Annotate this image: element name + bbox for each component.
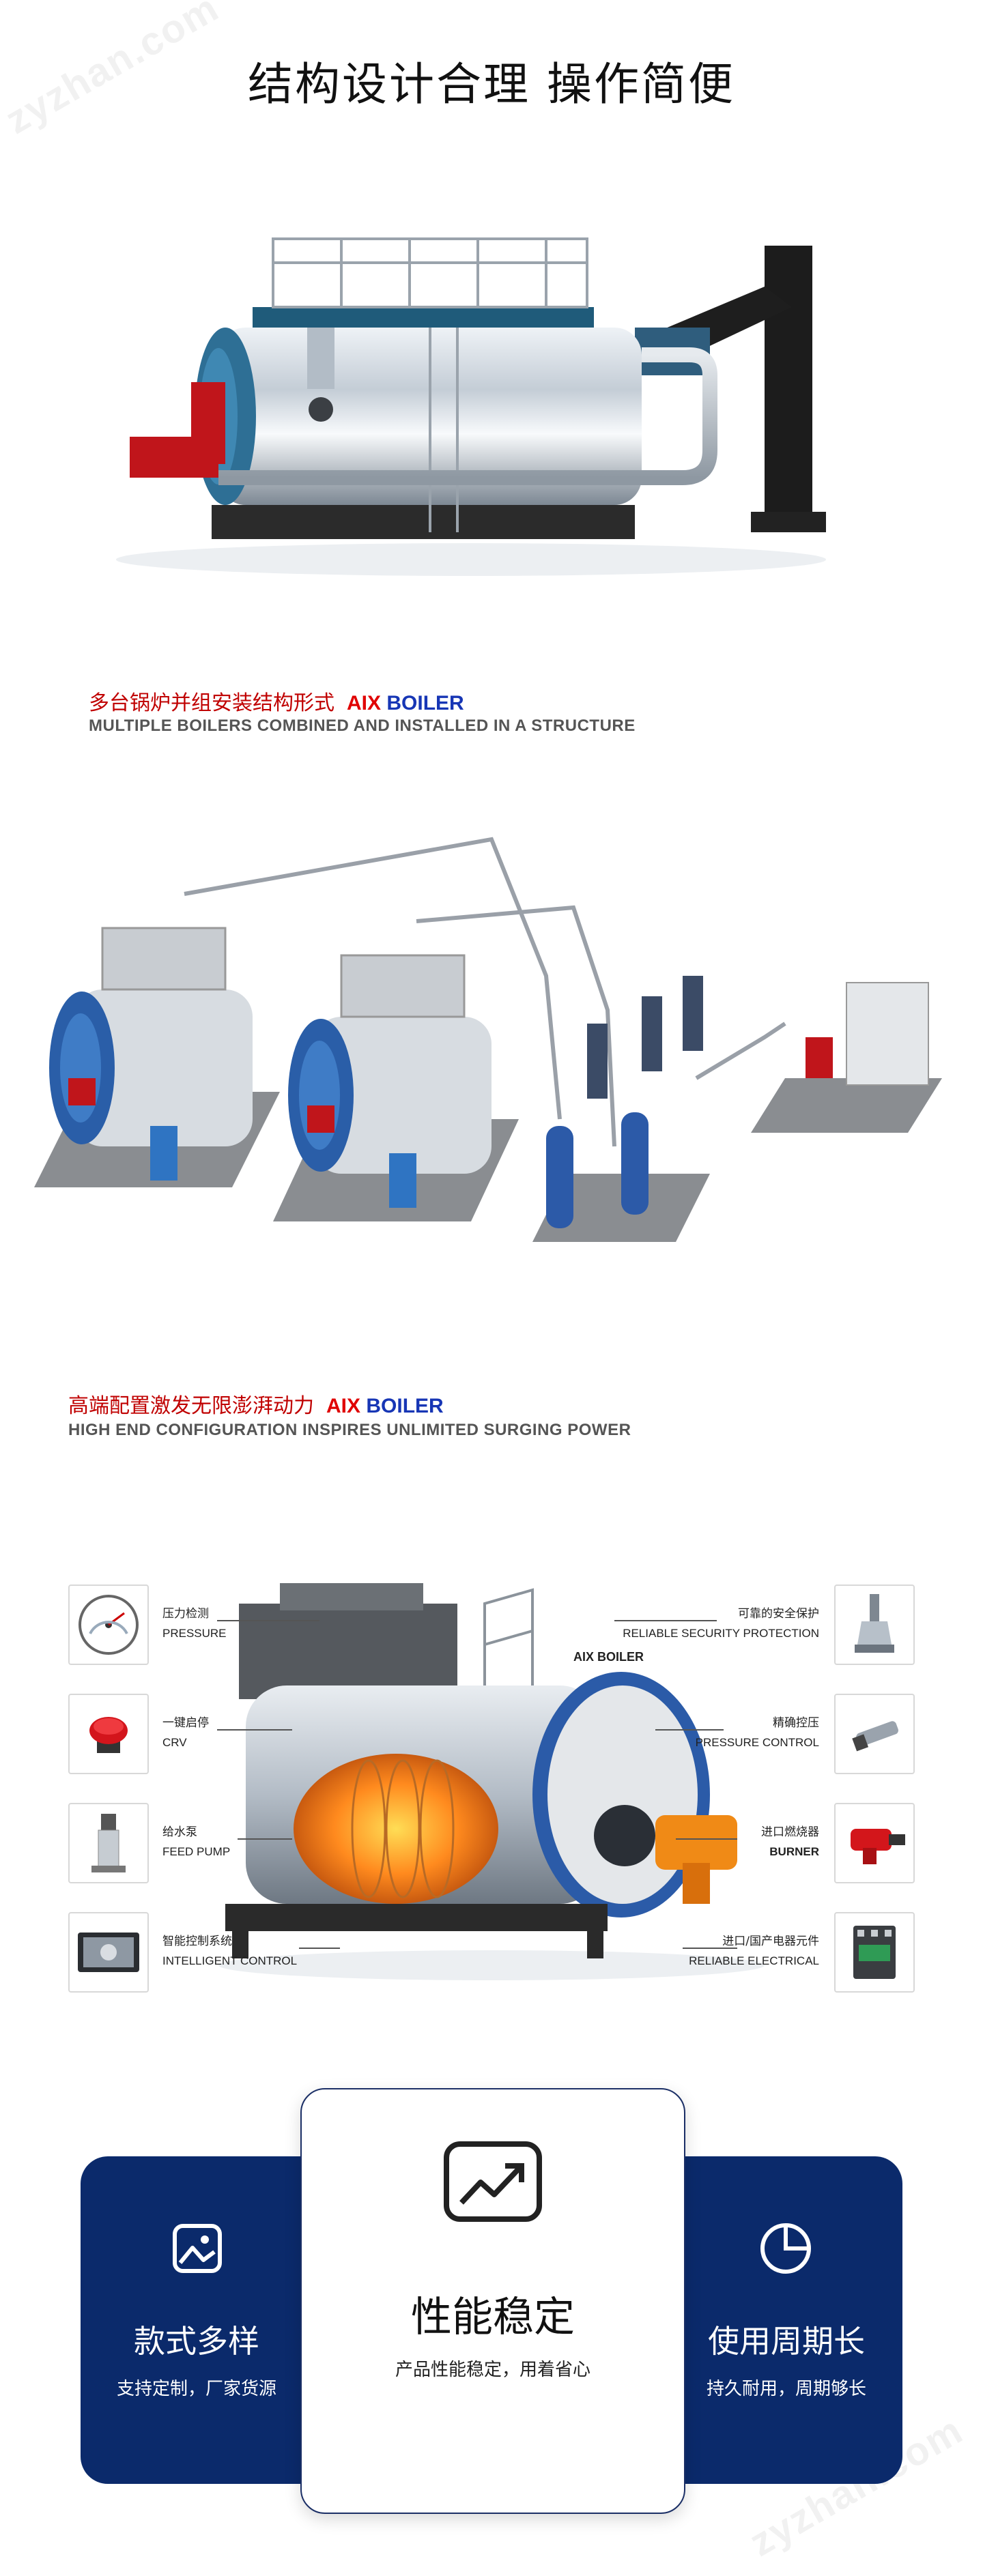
pressure-sensor-icon	[834, 1694, 915, 1774]
callout-line	[676, 1838, 737, 1840]
brand-label: AIX BOILER	[326, 1395, 444, 1417]
multi-boiler-illustration	[27, 819, 956, 1310]
control-panel-icon	[68, 1912, 149, 1993]
callout-pump-en: FEED PUMP	[162, 1845, 231, 1858]
feature-card-stability: 性能稳定 产品性能稳定，用着省心	[300, 2088, 685, 2514]
callout-burner-cn: 进口燃烧器	[761, 1825, 819, 1839]
callout-line	[614, 1620, 717, 1621]
feature-title: 使用周期长	[708, 2323, 865, 2360]
safety-valve-icon	[834, 1584, 915, 1665]
callout-electrical-en: RELIABLE ELECTRICAL	[689, 1954, 819, 1967]
section-multi-title-en: MULTIPLE BOILERS COMBINED AND INSTALLED …	[89, 717, 636, 735]
callout-line	[238, 1838, 292, 1840]
contactor-icon	[834, 1912, 915, 1993]
feature-title: 款式多样	[134, 2323, 259, 2360]
callout-control-en: INTELLIGENT CONTROL	[162, 1954, 298, 1967]
brand-label: AIX BOILER	[347, 692, 464, 714]
feature-title: 性能稳定	[411, 2293, 575, 2341]
image-icon	[167, 2218, 228, 2279]
callout-electrical-cn: 进口/国产电器元件	[722, 1935, 819, 1948]
callout-control-cn: 智能控制系统	[162, 1935, 232, 1948]
callout-pressure-control-cn: 精确控压	[773, 1716, 819, 1730]
pressure-gauge-icon	[68, 1584, 149, 1665]
feature-subtitle: 产品性能稳定，用着省心	[395, 2360, 590, 2380]
callout-pressure-control-en: PRESSURE CONTROL	[695, 1736, 819, 1749]
callout-crv-en: CRV	[162, 1736, 187, 1749]
callout-burner-en: BURNER	[769, 1845, 819, 1858]
page-title: 结构设计合理 操作简便	[248, 58, 735, 111]
callout-crv-cn: 一键启停	[162, 1716, 209, 1730]
callout-safety-en: RELIABLE SECURITY PROTECTION	[623, 1627, 819, 1640]
section-multi-heading: 多台锅炉并组安装结构形式 AIX BOILER	[89, 686, 464, 716]
burner-icon	[834, 1803, 915, 1883]
callout-safety-cn: 可靠的安全保护	[738, 1607, 819, 1621]
callout-line	[217, 1620, 319, 1621]
section-config-title-en: HIGH END CONFIGURATION INSPIRES UNLIMITE…	[68, 1421, 631, 1439]
brand-boiler: BOILER	[366, 1395, 444, 1417]
feed-pump-icon	[68, 1803, 149, 1883]
section-config-heading: 高端配置激发无限澎湃动力 AIX BOILER	[68, 1389, 444, 1419]
callout-pressure-en: PRESSURE	[162, 1627, 227, 1640]
config-boiler-illustration	[205, 1563, 765, 1986]
section-config-title-cn: 高端配置激发无限澎湃动力	[68, 1394, 314, 1418]
callout-line	[299, 1948, 340, 1949]
emergency-stop-icon	[68, 1694, 149, 1774]
callout-line	[655, 1729, 724, 1731]
boiler-front-label: AIX BOILER	[573, 1650, 644, 1664]
callout-pressure-cn: 压力检测	[162, 1607, 209, 1621]
feature-subtitle: 持久耐用，周期够长	[706, 2379, 866, 2399]
brand-aix: AIX	[347, 692, 382, 714]
callout-pump-cn: 给水泵	[162, 1825, 197, 1839]
section-multi-title-cn: 多台锅炉并组安装结构形式	[89, 691, 334, 715]
pie-chart-icon	[755, 2218, 816, 2279]
brand-boiler: BOILER	[386, 692, 464, 714]
callout-line	[683, 1948, 737, 1949]
feature-subtitle: 支持定制，厂家货源	[116, 2379, 276, 2399]
callout-line	[217, 1729, 292, 1731]
brand-aix: AIX	[326, 1395, 361, 1417]
trend-chart-icon	[440, 2137, 546, 2226]
boiler-hero-illustration	[116, 205, 867, 587]
